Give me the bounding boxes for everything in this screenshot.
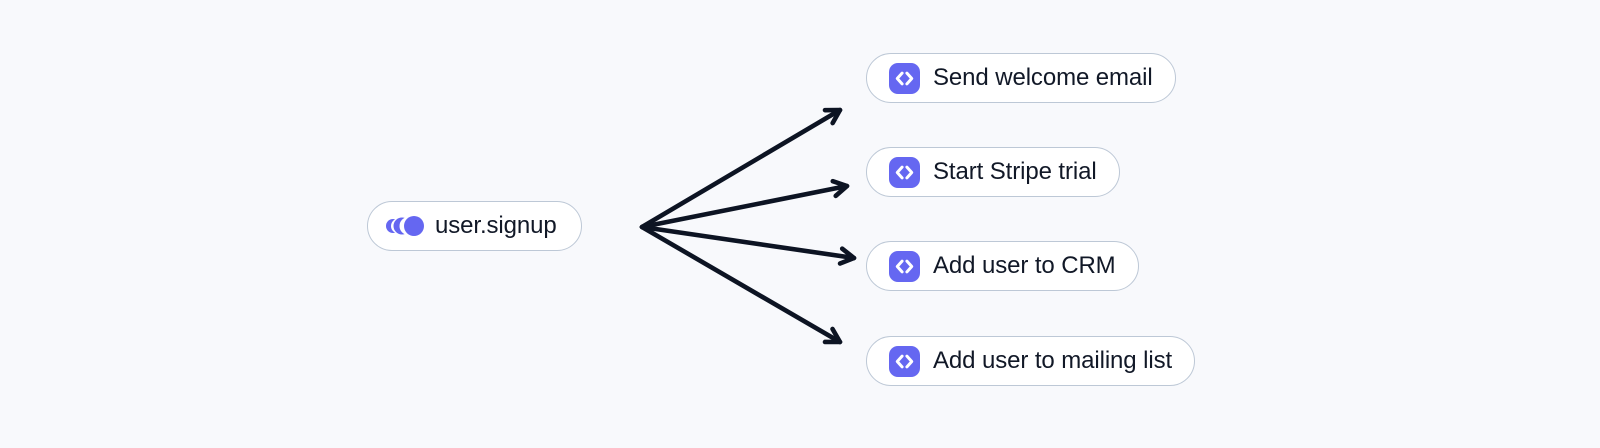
node-function-start-stripe-trial[interactable]: Start Stripe trial <box>866 147 1120 197</box>
node-function-send-welcome-email[interactable]: Send welcome email <box>866 53 1176 103</box>
node-function-add-user-to-mailing-list[interactable]: Add user to mailing list <box>866 336 1196 386</box>
function-node-label: Start Stripe trial <box>933 158 1097 185</box>
event-node-label: user.signup <box>435 212 557 239</box>
function-node-label: Send welcome email <box>933 64 1153 91</box>
node-function-add-user-to-crm[interactable]: Add user to CRM <box>866 241 1139 291</box>
edge-arrow <box>639 107 843 230</box>
edge-arrow <box>639 178 850 230</box>
code-function-icon <box>889 250 920 282</box>
event-ripple-icon <box>386 212 424 240</box>
code-function-icon <box>889 345 920 377</box>
code-function-icon <box>889 62 920 94</box>
node-event-user-signup[interactable]: user.signup <box>367 201 582 251</box>
edge-arrow <box>639 224 843 345</box>
code-function-icon <box>889 156 920 188</box>
edge-arrow <box>639 224 857 266</box>
function-node-label: Add user to CRM <box>933 252 1116 279</box>
function-node-label: Add user to mailing list <box>933 347 1173 374</box>
